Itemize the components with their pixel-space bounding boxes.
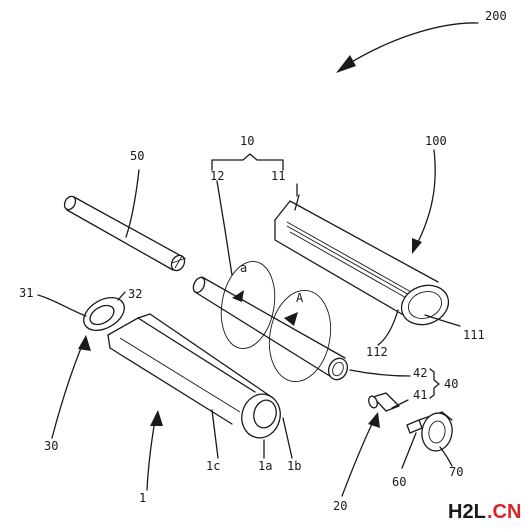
bracket-40 (429, 368, 440, 399)
end-cap-60-70 (401, 411, 453, 469)
label-70: 70 (449, 465, 463, 479)
ring-30 (37, 291, 126, 439)
label-100: 100 (425, 134, 447, 148)
watermark: H2L .CN (448, 501, 521, 523)
label-112: 112 (366, 345, 388, 359)
label-60: 60 (392, 475, 406, 489)
label-1: 1 (139, 491, 146, 505)
housing-100 (274, 149, 461, 346)
pin-20 (341, 392, 409, 497)
label-111: 111 (463, 328, 485, 342)
label-42: 42 (413, 366, 427, 380)
main-body-1 (107, 313, 293, 491)
label-41: 41 (413, 388, 427, 402)
bracket-10 (211, 153, 284, 171)
label-50: 50 (130, 149, 144, 163)
label-12: 12 (210, 169, 224, 183)
label-1c: 1c (206, 459, 220, 473)
reference-labels: 200 10 12 11 50 100 31 32 a A 111 112 42… (19, 9, 507, 513)
label-1a: 1a (258, 459, 272, 473)
label-30: 30 (44, 439, 58, 453)
label-200: 200 (485, 9, 507, 23)
inner-tube-12 (192, 180, 411, 383)
label-direction-A: A (296, 291, 304, 305)
label-40: 40 (444, 377, 458, 391)
label-direction-a: a (240, 261, 247, 275)
watermark-suffix: .CN (487, 501, 521, 523)
label-1b: 1b (287, 459, 301, 473)
label-32: 32 (128, 287, 142, 301)
label-11: 11 (271, 169, 285, 183)
watermark-prefix: H2L (448, 501, 486, 523)
label-31: 31 (19, 286, 33, 300)
rod-50 (63, 169, 187, 272)
arrow-200 (336, 22, 479, 73)
label-20: 20 (333, 499, 347, 513)
label-10: 10 (240, 134, 254, 148)
